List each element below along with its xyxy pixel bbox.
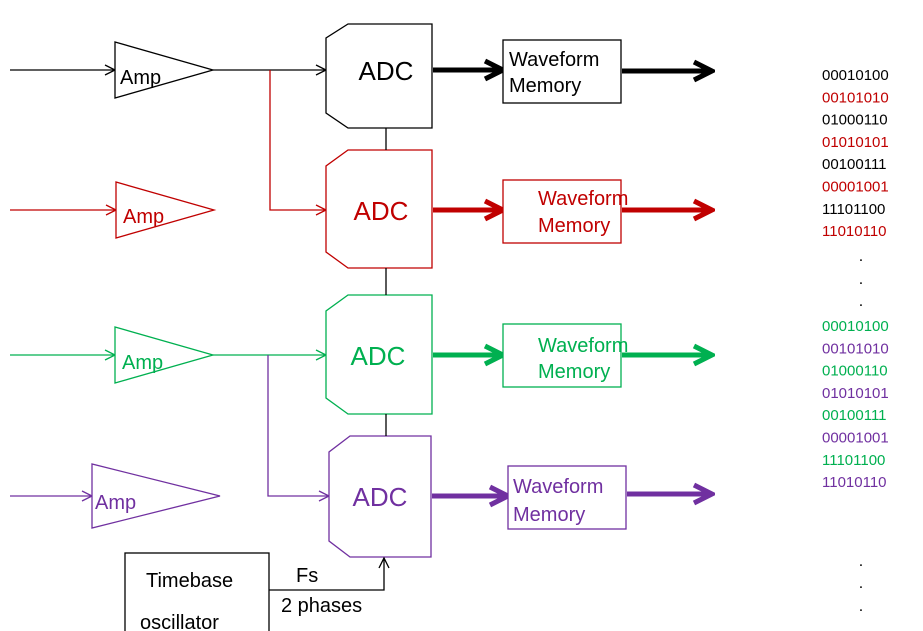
channel-4-clock-branch-line (267, 355, 329, 496)
ellipsis-dot: . (859, 575, 863, 592)
bit-word: 00101010 (822, 89, 889, 106)
ellipsis-dot: . (859, 293, 863, 310)
bit-word: 00101010 (822, 340, 889, 357)
channel-4-amp (91, 463, 221, 529)
ellipsis-dot: . (859, 553, 863, 570)
channel-4-memory-label-1: Waveform (513, 476, 603, 498)
timebase-label-2: oscillator (140, 612, 219, 631)
channel-4-labels: Amp ADC Waveform Memory (95, 476, 603, 526)
bit-word: 01010101 (822, 385, 889, 402)
clock-fs-label: Fs (296, 565, 318, 587)
bit-word: 00010100 (822, 67, 889, 84)
channel-1-waveform-memory (502, 39, 622, 104)
channel-3-amp (114, 326, 216, 384)
channel-2-clock-branch-line (269, 70, 326, 210)
channel-2-labels: Amp ADC Waveform Memory (123, 188, 628, 237)
bit-stream-ellipsis-1: ... (859, 248, 863, 310)
bit-word: 01000110 (822, 363, 888, 380)
bit-word: 01000110 (822, 112, 888, 129)
channel-1-adc (325, 23, 433, 129)
clock-distribution (124, 128, 386, 631)
bit-word: 00010100 (822, 318, 889, 335)
channel-3-memory-label-2: Memory (538, 361, 610, 383)
bit-word: 11101100 (822, 452, 885, 469)
channel-2-adc-label: ADC (354, 196, 409, 226)
channel-4-adc-label: ADC (353, 482, 408, 512)
clock-fs-line (269, 558, 384, 591)
timebase-label-1: Timebase (146, 570, 233, 592)
channel-1-amp (114, 41, 216, 99)
ellipsis-dot: . (859, 271, 863, 288)
channel-1-amp-label: Amp (120, 67, 161, 89)
channel-2-memory-label-2: Memory (538, 215, 610, 237)
ellipsis-dot: . (859, 598, 863, 615)
channel-4-memory-label-2: Memory (513, 504, 585, 526)
channel-2-memory-label-1: Waveform (538, 188, 628, 210)
channel-2-amp-label: Amp (123, 206, 164, 228)
channel-3-adc-label: ADC (351, 341, 406, 371)
channel-3-amp-label: Amp (122, 352, 163, 374)
bit-word: 01010101 (822, 134, 889, 151)
bit-word: 11010110 (822, 474, 887, 491)
channel-1-labels: Amp ADC Waveform Memory (120, 49, 599, 97)
channel-1-adc-label: ADC (359, 56, 414, 86)
channel-3-labels: Amp ADC Waveform Memory (122, 335, 628, 383)
channel-2-waveform-memory (502, 179, 622, 244)
channel-1 (10, 23, 712, 129)
timebase-oscillator-box (124, 552, 270, 631)
channel-4-amp-label: Amp (95, 492, 136, 514)
bit-stream-group-2: 00010100 00101010 01000110 01010101 00100111… (822, 318, 889, 491)
channel-1-memory-label-1: Waveform (509, 49, 599, 71)
timebase-labels: Timebase oscillator Fs 2 phases (140, 565, 362, 631)
bit-stream-group-1: 00010100 00101010 01000110 01010101 00100111… (822, 67, 889, 240)
ellipsis-dot: . (859, 248, 863, 265)
channel-2-amp (115, 181, 217, 239)
channel-4-waveform-memory (507, 465, 627, 530)
bit-stream-ellipsis-2: ... (859, 553, 863, 615)
channel-4 (10, 355, 712, 558)
channel-3-waveform-memory (502, 323, 622, 388)
channel-2-adc (325, 149, 433, 269)
bit-word: 00001001 (822, 430, 889, 447)
bit-word: 11010110 (822, 223, 887, 240)
bit-word: 00001001 (822, 179, 889, 196)
clock-phases-label: 2 phases (281, 595, 362, 617)
channel-1-memory-label-2: Memory (509, 75, 581, 97)
channel-3-adc (325, 294, 433, 415)
bit-word: 00100111 (822, 407, 887, 424)
channel-2 (10, 70, 712, 269)
bit-word: 11101100 (822, 201, 885, 218)
channel-3-memory-label-1: Waveform (538, 335, 628, 357)
bit-word: 00100111 (822, 156, 887, 173)
channel-4-adc (328, 435, 432, 558)
channel-3 (10, 294, 712, 415)
